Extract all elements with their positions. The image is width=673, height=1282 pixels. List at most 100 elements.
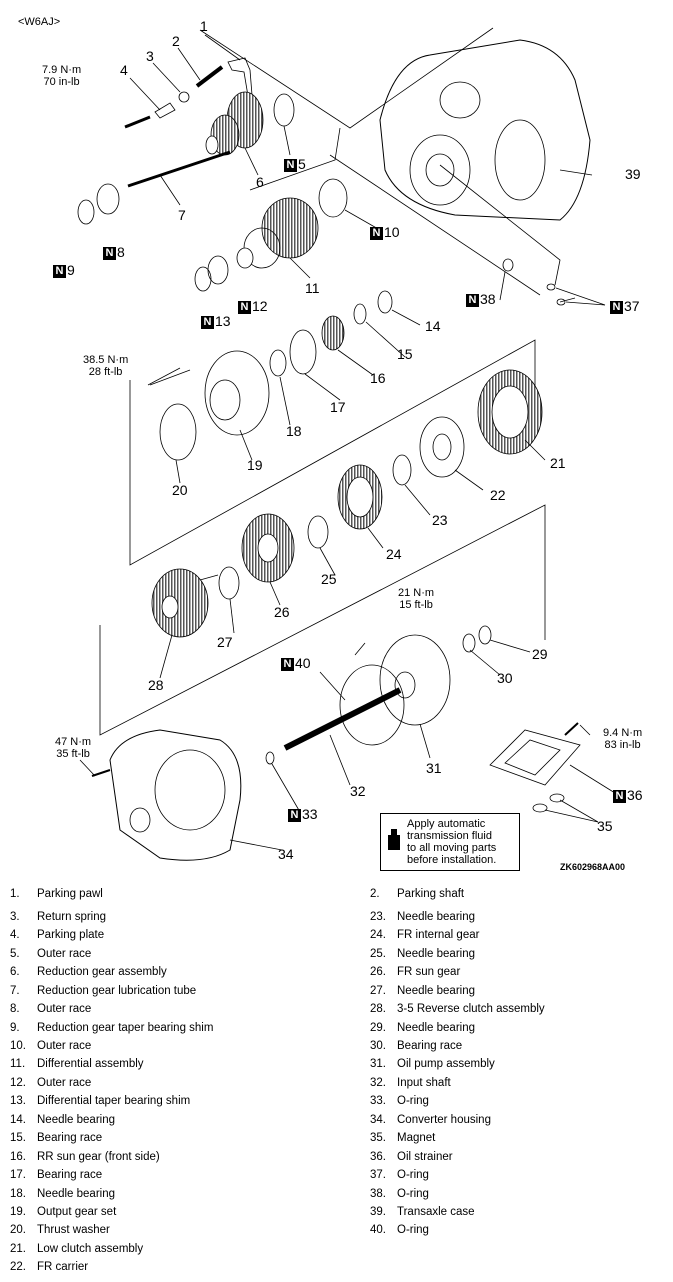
needle-bearing-29 — [478, 625, 492, 645]
needle-bearing-18 — [269, 349, 287, 377]
parking-shaft — [195, 65, 224, 88]
o-ring-38 — [502, 258, 514, 272]
callout-3: 3 — [146, 48, 154, 64]
callout-30: 30 — [497, 670, 513, 686]
oil-pump — [379, 634, 451, 726]
rr-sun-gear — [321, 315, 345, 351]
callout-1: 1 — [200, 18, 208, 34]
new-part-mark: N — [103, 246, 116, 260]
thrust-washer — [159, 403, 197, 461]
callout-39: 39 — [625, 166, 641, 182]
shim-13 — [194, 266, 212, 292]
atf-note-text: Apply automatic transmission fluid to al… — [407, 818, 497, 866]
shim-9 — [77, 199, 95, 225]
new-part-mark: N — [281, 657, 294, 671]
transaxle-case — [379, 39, 591, 221]
new-part-mark: N — [284, 158, 297, 172]
assembly-line — [199, 27, 494, 129]
return-spring — [178, 91, 190, 103]
callout-25: 25 — [321, 571, 337, 587]
new-part-mark: N — [288, 808, 301, 822]
new-part-mark: N — [610, 300, 623, 314]
atf-note-box: Apply automatic transmission fluid to al… — [380, 813, 520, 871]
output-gear-set — [204, 350, 270, 436]
callout-15: 15 — [397, 346, 413, 362]
callout-35: 35 — [597, 818, 613, 834]
new-part-mark: N — [53, 264, 66, 278]
callout-28: 28 — [148, 677, 164, 693]
new-part-mark: N — [370, 226, 383, 240]
input-shaft — [283, 687, 402, 751]
new-part-mark: N — [466, 293, 479, 307]
fr-carrier — [419, 416, 465, 478]
callout-6: 6 — [256, 174, 264, 190]
exploded-view-drawing — [77, 27, 616, 861]
callout-21: 21 — [550, 455, 566, 471]
o-ring-40 — [339, 664, 405, 746]
lubrication-tube — [127, 150, 231, 188]
callout-11: 11 — [305, 280, 320, 296]
outer-race-10 — [318, 178, 348, 218]
bearing-race-17 — [289, 329, 317, 375]
diagram-header: <W6AJ> — [18, 16, 61, 28]
callout-32: 32 — [350, 783, 366, 799]
assembly-line — [249, 127, 341, 191]
outer-race-8 — [96, 183, 120, 215]
callout-2: 2 — [172, 33, 180, 49]
callout-34: 34 — [278, 846, 294, 862]
needle-bearing-27 — [218, 566, 240, 600]
differential-ring-gear — [261, 197, 319, 259]
callout-23: 23 — [432, 512, 448, 528]
needle-bearing-25 — [307, 515, 329, 549]
magnet — [532, 803, 548, 813]
parking-pawl — [227, 57, 253, 97]
bearing-race-30 — [462, 633, 476, 653]
callout-17: 17 — [330, 399, 346, 415]
callout-19: 19 — [247, 457, 263, 473]
callout-27: 27 — [217, 634, 233, 650]
callout-31: 31 — [426, 760, 442, 776]
assembly-line — [129, 339, 536, 566]
callout-4: 4 — [120, 62, 128, 78]
callout-26: 26 — [274, 604, 290, 620]
o-ring-37 — [546, 283, 556, 291]
needle-bearing-23 — [392, 454, 412, 486]
o-ring-33 — [265, 751, 275, 765]
oil-strainer — [489, 729, 581, 786]
outer-race-5 — [273, 93, 295, 127]
atf-bottle-icon — [388, 829, 400, 850]
new-part-mark: N — [238, 300, 251, 314]
figure-code: ZK602968AA00 — [560, 862, 626, 872]
bearing-race-15 — [353, 303, 367, 325]
converter-housing — [109, 729, 242, 861]
reverse-clutch — [151, 568, 209, 638]
magnet — [549, 793, 565, 803]
new-part-mark: N — [201, 315, 214, 329]
callout-14: 14 — [425, 318, 441, 334]
callout-7: 7 — [178, 207, 186, 223]
callout-22: 22 — [490, 487, 506, 503]
needle-bearing-14 — [377, 290, 393, 314]
assembly-line — [439, 164, 561, 286]
callout-16: 16 — [370, 370, 386, 386]
callout-20: 20 — [172, 482, 188, 498]
assembly-line — [329, 154, 541, 296]
callout-24: 24 — [386, 546, 402, 562]
